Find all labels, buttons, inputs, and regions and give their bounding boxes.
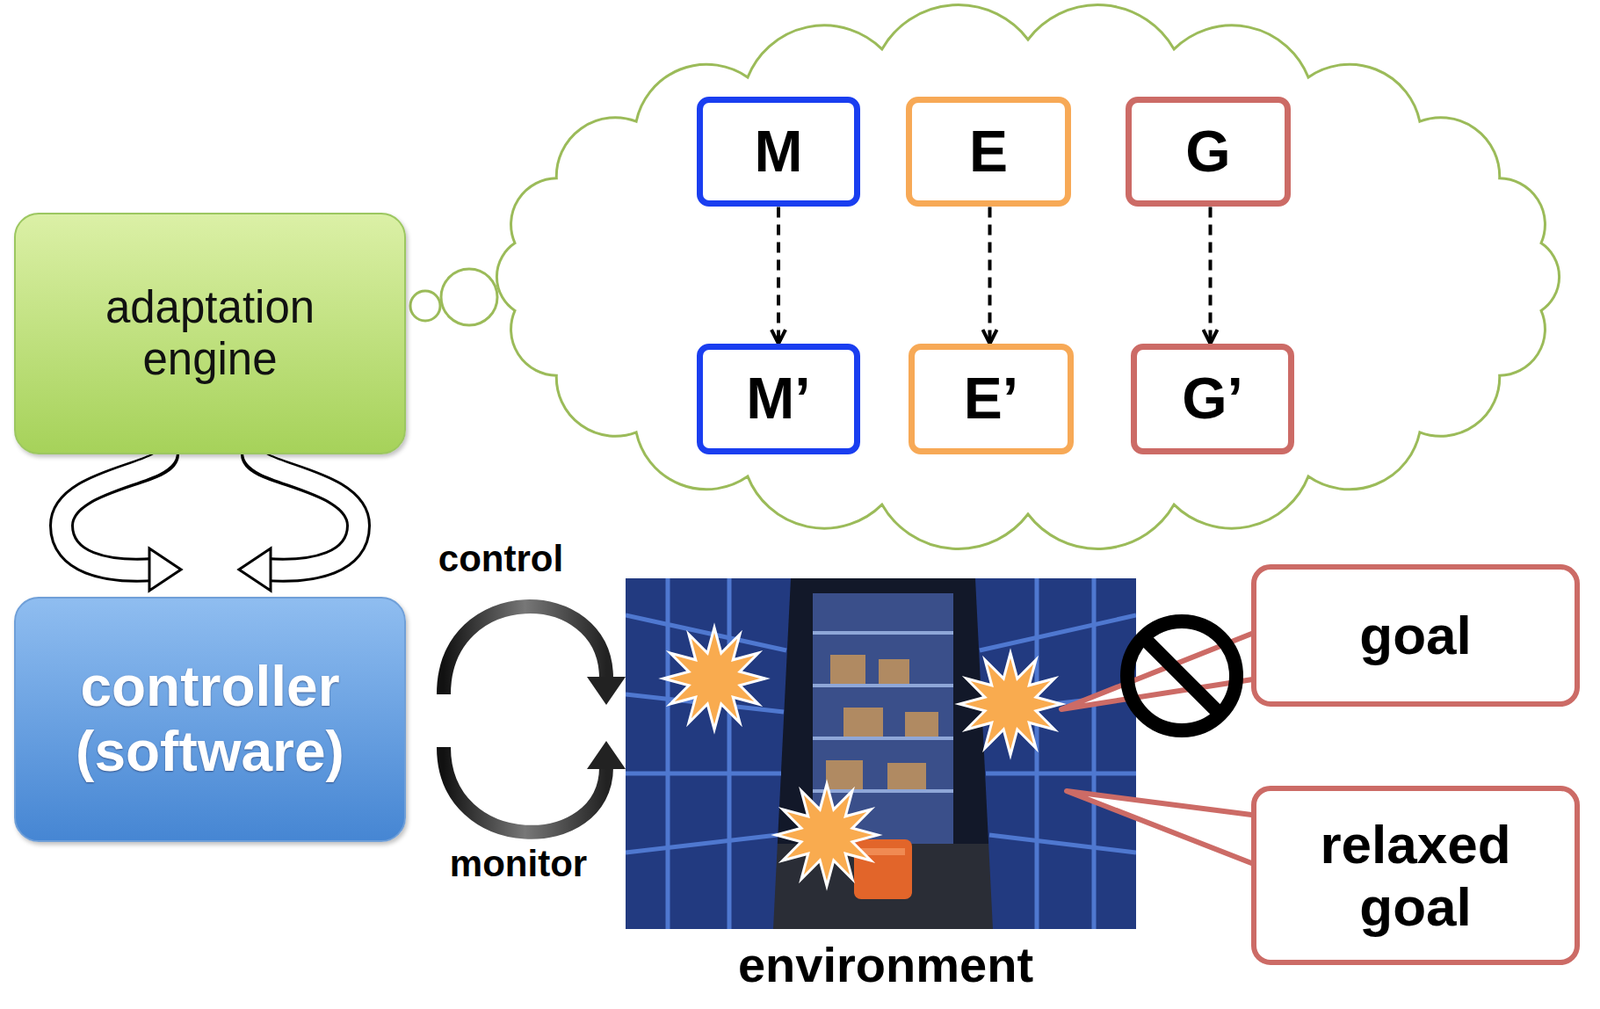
warehouse-picture xyxy=(625,578,1137,929)
dashed-arrow xyxy=(988,206,992,344)
prohibition-symbol xyxy=(1127,621,1237,731)
picture-caption: environment xyxy=(738,940,1034,990)
model-box: M’ xyxy=(696,343,861,455)
goal-callout: relaxed goal xyxy=(1251,785,1580,965)
callout-tail xyxy=(1066,790,1259,866)
node-text: M’ xyxy=(745,365,811,433)
incident-burst xyxy=(663,627,766,730)
node-text: E’ xyxy=(963,365,1019,433)
controller-box: controller (software) xyxy=(14,596,406,842)
thought-bubble xyxy=(441,268,498,326)
environment-model-box: E’ xyxy=(908,343,1074,455)
node-text: relaxed goal xyxy=(1292,812,1539,939)
environment-model-box: E xyxy=(905,96,1072,208)
model-box: M xyxy=(696,96,861,208)
incident-burst xyxy=(663,627,1062,886)
goal-callout: goal xyxy=(1251,564,1580,707)
dashed-arrow xyxy=(1209,206,1213,344)
node-text: adaptation engine xyxy=(65,282,355,385)
signal-label: monitor xyxy=(449,845,587,883)
incident-burst xyxy=(959,652,1062,755)
goal-model-box: G’ xyxy=(1130,343,1295,455)
signal-label: control xyxy=(438,540,564,578)
node-text: goal xyxy=(1359,603,1471,667)
incident-burst xyxy=(775,783,878,886)
node-text: E xyxy=(969,118,1008,186)
goal-model-box: G xyxy=(1125,96,1291,208)
thought-cloud xyxy=(496,5,1559,550)
node-text: controller (software) xyxy=(43,654,377,784)
thought-bubble xyxy=(410,290,441,321)
node-text: M xyxy=(754,118,804,186)
node-text: G xyxy=(1185,118,1231,186)
dashed-arrow xyxy=(776,206,781,344)
engine-box: adaptation engine xyxy=(14,212,406,455)
control-loop-arrows xyxy=(443,606,626,833)
node-text: G’ xyxy=(1181,365,1244,433)
cycle-arrows xyxy=(61,452,359,591)
